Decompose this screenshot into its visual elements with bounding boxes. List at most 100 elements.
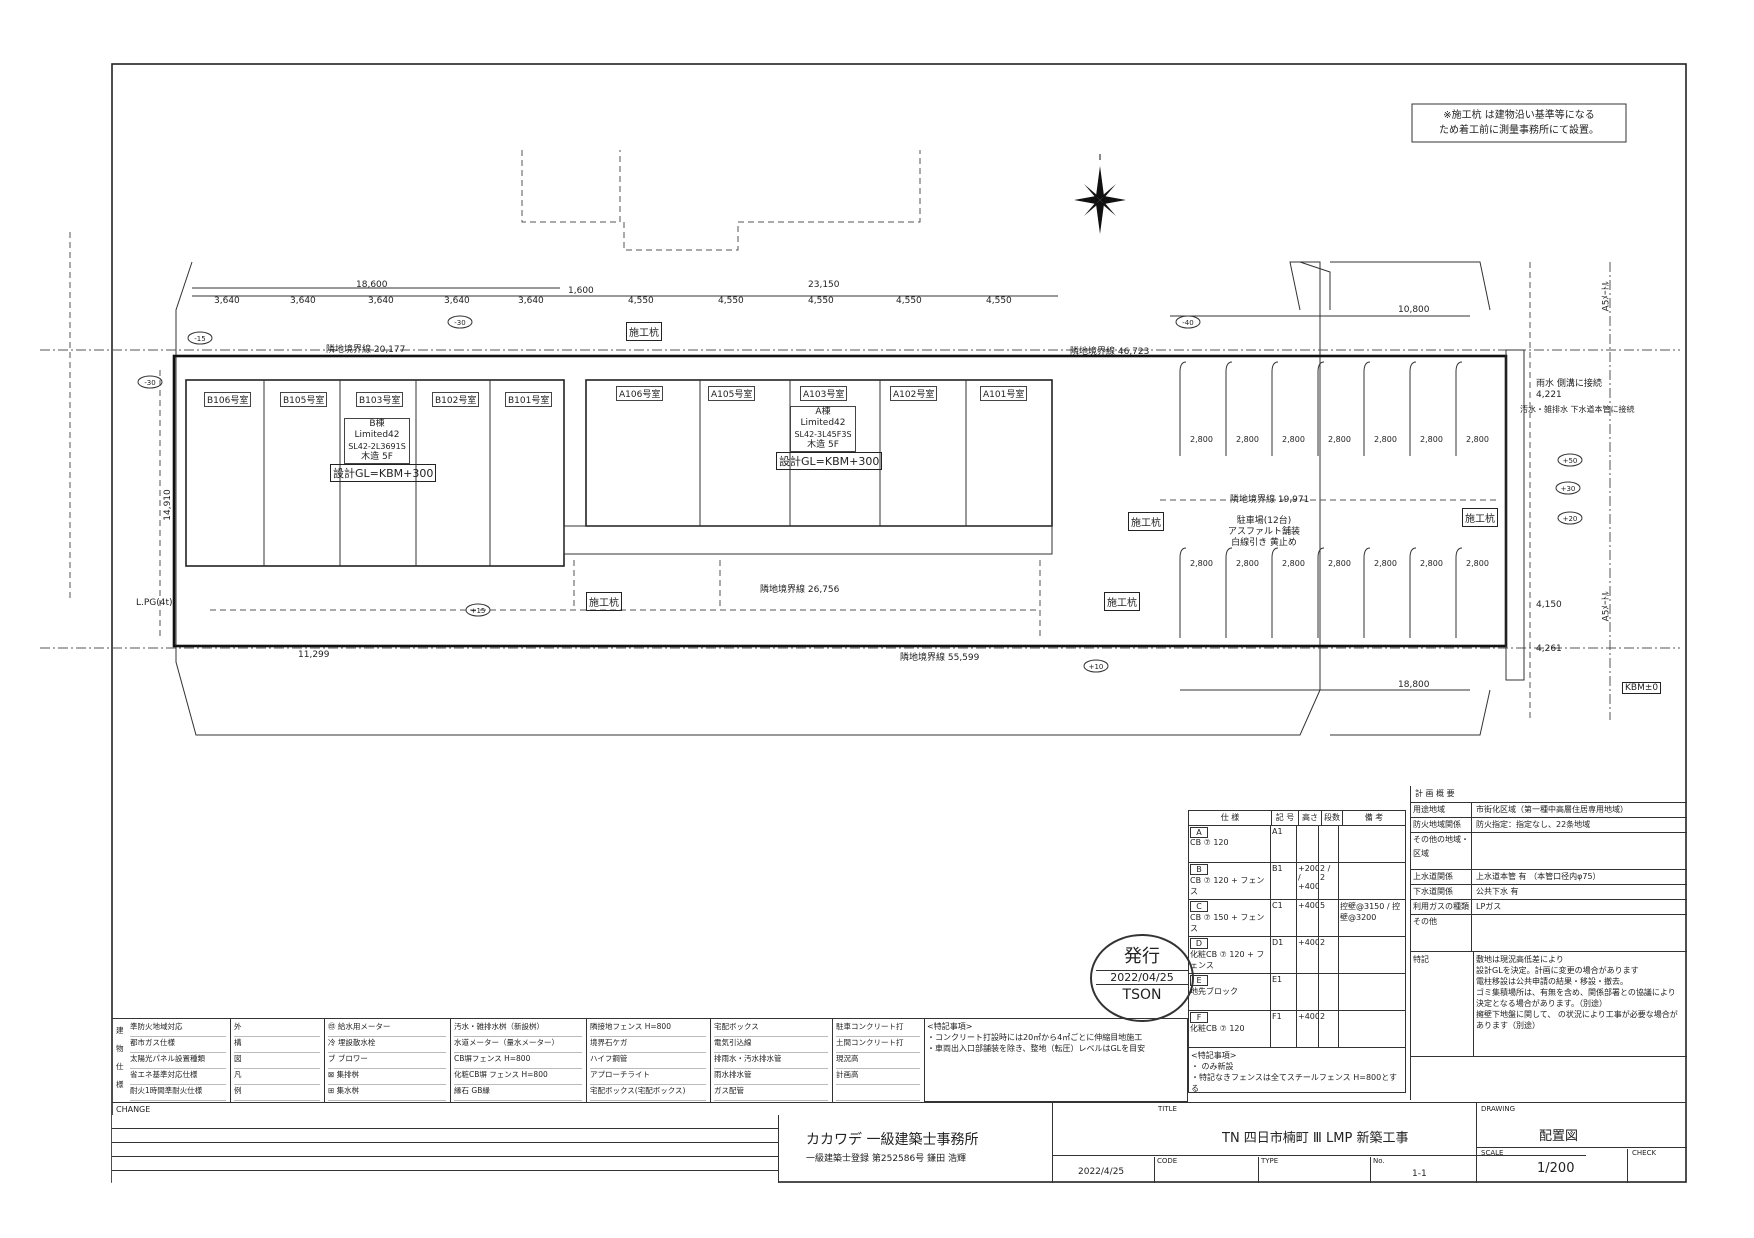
level-mark-oval: [187, 331, 213, 345]
legend-item: 省エネ基準対応仕様: [130, 1069, 226, 1085]
overview-title: 計 画 概 要: [1411, 786, 1687, 803]
overview-row: その他: [1411, 915, 1687, 952]
check-label: CHECK: [1627, 1149, 1656, 1183]
level-mark-oval: [1557, 511, 1583, 525]
drawing-value: 配置図: [1539, 1129, 1579, 1144]
spec-row-count: 2 / 2: [1319, 863, 1339, 899]
drawing-label: DRAWING: [1481, 1105, 1516, 1113]
legend-remark-2: ・車両出入口部舗装を除き、整地（転圧）レベルはGLを目安: [927, 1044, 1146, 1053]
bldg-b-name: B棟: [369, 419, 385, 429]
site-outline-right-top: [1330, 261, 1491, 311]
parking-sub: アスファルト舗装: [1228, 527, 1301, 537]
north-arrow-icon: [1074, 154, 1126, 234]
road-label-right-top: A5ﾒｰﾄﾙ: [1601, 281, 1612, 312]
dim-a-4: 4,550: [896, 296, 922, 306]
overview-key: その他の地域・区域: [1411, 833, 1472, 869]
spec-row-note: [1339, 1011, 1405, 1047]
sheet-border: [111, 63, 1687, 1183]
parking-stall-line: [1225, 547, 1233, 638]
legend-item: ガス配管: [714, 1085, 828, 1101]
site-outline-corner: [1299, 261, 1331, 310]
stake-5: 施工杭: [1104, 592, 1140, 611]
dim-a-5: 4,550: [986, 296, 1012, 306]
overview-value: 市街化区域（第一種中高層住居専用地域）: [1476, 805, 1628, 814]
spec-header: 仕 様 記 号 高さ 段数 備 考: [1188, 810, 1406, 826]
spec-special-1: ・ のみ新設: [1191, 1062, 1234, 1071]
legend-item: 外: [234, 1021, 320, 1037]
level-mark-text: +20: [1563, 515, 1578, 523]
date-value: 2022/4/25: [1078, 1167, 1125, 1177]
bldg-a-model: Limited42: [800, 418, 846, 428]
change-label: CHANGE: [116, 1105, 151, 1114]
parking-dim-label: 2,800: [1190, 559, 1213, 568]
legend-item: 隣接地フェンス H=800: [590, 1021, 706, 1037]
spec-special: <特記事項> ・ のみ新設 ・特記なきフェンスは全てスチールフェンス H=800…: [1188, 1048, 1406, 1093]
parking-dim-label: 2,800: [1328, 435, 1351, 444]
legend-item: ⊞ 集水桝: [328, 1085, 446, 1101]
legend-item: ⊠ 集排桝: [328, 1069, 446, 1085]
parking-title: 駐車場(12台): [1236, 516, 1292, 526]
right-note-2: 雨水 側溝に接続: [1536, 379, 1602, 389]
unit-b102: B102号室: [432, 392, 480, 407]
parking-dim-label: 2,800: [1236, 559, 1259, 568]
level-mark-oval: [1555, 481, 1581, 495]
legend-item: アプローチライト: [590, 1069, 706, 1085]
parking-stall-line: [1271, 547, 1279, 638]
parking-stall-line: [1317, 547, 1325, 638]
bldg-a-floors: 木造 5F: [807, 440, 839, 450]
level-mark-oval: [1557, 453, 1583, 467]
level-mark-oval: [1083, 659, 1109, 673]
overview-key: 上水道関係: [1411, 870, 1472, 884]
spec-h-spec: 仕 様: [1189, 811, 1272, 825]
stamp-name: TSON: [1122, 987, 1162, 1003]
legend-row-label: 様: [116, 1080, 124, 1089]
spec-row-height: +400: [1297, 900, 1319, 936]
spec-row-count: [1319, 974, 1339, 1010]
neighbor-outline-top: [521, 150, 621, 223]
level-marks: -30-15-30-40+50+30+20+15+10: [137, 315, 1583, 673]
legend-item: 太陽光パネル設置種類: [130, 1053, 226, 1069]
parking-stall-line: [1363, 547, 1371, 638]
boundary-top2-label: 隣地境界線 46,723: [1070, 347, 1150, 357]
drawing-box: DRAWING 配置図 SCALE 1/200 CHECK: [1476, 1103, 1687, 1183]
dim-overall-a: 23,150: [808, 280, 840, 290]
parking-stall-line: [1179, 547, 1187, 638]
parking-stall-line: [1317, 361, 1325, 456]
dim-module-5: 3,640: [518, 296, 544, 306]
legend-item: 排雨水・汚水排水管: [714, 1053, 828, 1069]
level-mark-oval: [447, 315, 473, 329]
parking-stall-line: [1225, 361, 1233, 456]
spec-row-note: [1339, 826, 1405, 862]
parking-stall-line: [1271, 361, 1279, 456]
overview-value: 上水道本管 有 （本管口径内φ75）: [1476, 872, 1601, 881]
tokki-line: 決定となる場合があります。（別途）: [1476, 999, 1607, 1008]
overview-value: 公共下水 有: [1476, 887, 1519, 896]
tokki-line: 敷地は現況高低差により: [1476, 955, 1564, 964]
note-line-1: ※施工杭 は建物沿い基準等になる: [1443, 108, 1595, 121]
legend-item: 計画高: [836, 1069, 920, 1085]
spec-row-height: +200 / +400: [1297, 863, 1319, 899]
parking-stall-line: [1455, 547, 1463, 638]
spec-h-count: 段数: [1322, 811, 1343, 825]
dim-module-4: 3,640: [444, 296, 470, 306]
dim-module-2: 3,640: [290, 296, 316, 306]
spec-special-title: <特記事項>: [1191, 1051, 1237, 1060]
firm-reg: 一級建築士登録 第252586号 鎌田 浩輝: [806, 1154, 966, 1164]
spec-row-text: CB ⑦ 120: [1190, 838, 1229, 847]
unit-a106: A106号室: [616, 386, 664, 401]
title-divider: [1052, 1155, 1586, 1156]
parking-stall-line: [1179, 361, 1187, 456]
change-grid: [112, 1115, 779, 1183]
parking-dim-label: 2,800: [1374, 559, 1397, 568]
legend-col-divider: [710, 1019, 711, 1103]
right-note-3: 汚水・雑排水 下水道本管に接続: [1520, 405, 1635, 414]
bldg-a-code: SL42-3L45F3S: [794, 430, 852, 439]
stamp-title: 発行: [1124, 946, 1160, 967]
